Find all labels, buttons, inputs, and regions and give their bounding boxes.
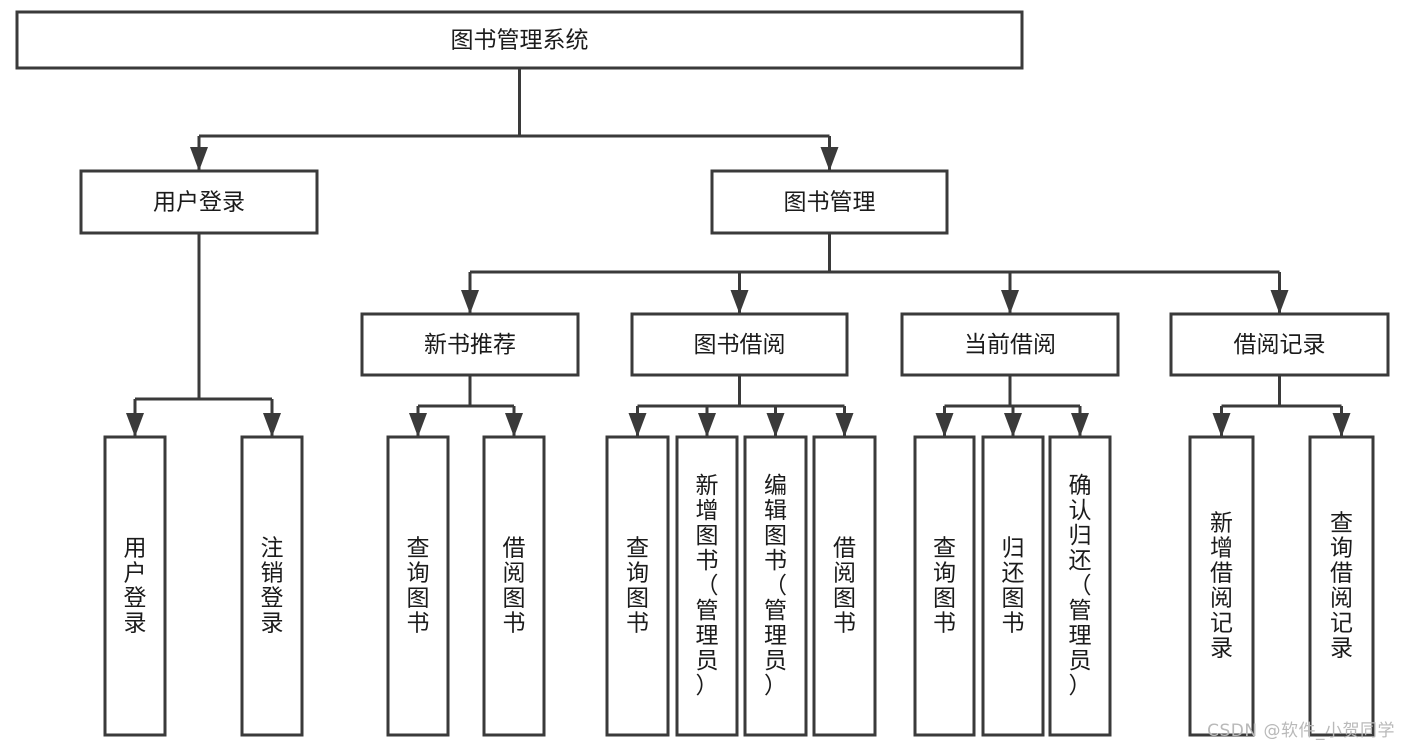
arrow-head-icon	[461, 290, 479, 314]
arrow-head-icon	[820, 147, 839, 171]
node-leaf-add-book[interactable]: 新增图书（管理员）	[675, 435, 739, 737]
node-leaf-query-record[interactable]: 查询借阅记录	[1308, 435, 1375, 737]
node-leaf-query-book-3-box[interactable]	[913, 435, 976, 737]
node-leaf-confirm-return-label: 确认归还（管理员）	[1069, 473, 1092, 699]
node-user-login[interactable]: 用户登录	[79, 169, 319, 235]
node-leaf-add-record-box[interactable]	[1188, 435, 1255, 737]
arrow-head-icon	[1332, 413, 1351, 437]
node-leaf-confirm-return[interactable]: 确认归还（管理员）	[1048, 435, 1112, 737]
node-leaf-query-book-1[interactable]: 查询图书	[386, 435, 450, 737]
node-leaf-add-book-box[interactable]	[675, 435, 739, 737]
node-leaf-query-book-1-label: 查询图书	[407, 535, 430, 636]
arrow-head-icon	[766, 413, 785, 437]
node-leaf-return-book-box[interactable]	[981, 435, 1045, 737]
node-book-borrow-label: 图书借阅	[694, 332, 786, 358]
node-book-borrow[interactable]: 图书借阅	[630, 312, 849, 377]
node-new-book-recommend-box[interactable]	[360, 312, 580, 377]
node-leaf-return-book-label: 归还图书	[1002, 535, 1025, 636]
node-borrow-record-label: 借阅记录	[1234, 332, 1326, 358]
node-book-management-label: 图书管理	[784, 190, 876, 216]
arrow-head-icon	[835, 413, 854, 437]
node-borrow-record-box[interactable]	[1169, 312, 1390, 377]
node-leaf-query-book-2-label: 查询图书	[626, 535, 649, 636]
node-leaf-add-record-label: 新增借阅记录	[1210, 510, 1233, 661]
node-leaf-user-login[interactable]: 用户登录	[103, 435, 167, 737]
arrow-head-icon	[190, 147, 208, 171]
arrow-head-icon	[1212, 413, 1231, 437]
node-leaf-query-record-label: 查询借阅记录	[1330, 510, 1353, 661]
node-leaf-user-logout[interactable]: 注销登录	[240, 435, 304, 737]
arrow-head-icon	[628, 413, 647, 437]
node-current-borrow[interactable]: 当前借阅	[900, 312, 1120, 377]
node-leaf-add-book-label: 新增图书（管理员）	[696, 473, 719, 699]
node-leaf-query-book-2-box[interactable]	[605, 435, 670, 737]
node-leaf-borrow-book-1-label: 借阅图书	[503, 535, 526, 636]
arrow-head-icon	[263, 413, 281, 437]
arrow-head-icon	[1004, 413, 1022, 437]
node-layer: 图书管理系统用户登录图书管理新书推荐图书借阅当前借阅借阅记录用户登录注销登录查询…	[15, 10, 1390, 737]
node-leaf-borrow-book-1[interactable]: 借阅图书	[482, 435, 546, 737]
arrow-head-icon	[1001, 290, 1019, 314]
node-current-borrow-box[interactable]	[900, 312, 1120, 377]
node-leaf-borrow-book-2-box[interactable]	[812, 435, 877, 737]
node-leaf-query-book-1-box[interactable]	[386, 435, 450, 737]
arrow-head-icon	[1270, 290, 1289, 314]
node-book-management[interactable]: 图书管理	[710, 169, 949, 235]
node-current-borrow-label: 当前借阅	[964, 332, 1056, 358]
node-leaf-borrow-book-2[interactable]: 借阅图书	[812, 435, 877, 737]
node-root[interactable]: 图书管理系统	[15, 10, 1024, 70]
node-leaf-query-book-2[interactable]: 查询图书	[605, 435, 670, 737]
node-root-box[interactable]	[15, 10, 1024, 70]
arrow-head-icon	[1071, 413, 1089, 437]
node-leaf-edit-book-label: 编辑图书（管理员）	[764, 473, 787, 699]
node-leaf-user-logout-label: 注销登录	[261, 535, 284, 636]
node-leaf-user-logout-box[interactable]	[240, 435, 304, 737]
arrow-head-icon	[935, 413, 954, 437]
node-user-login-box[interactable]	[79, 169, 319, 235]
node-leaf-query-book-3-label: 查询图书	[933, 535, 956, 636]
node-leaf-user-login-box[interactable]	[103, 435, 167, 737]
node-new-book-recommend-label: 新书推荐	[424, 332, 516, 358]
node-new-book-recommend[interactable]: 新书推荐	[360, 312, 580, 377]
node-leaf-borrow-book-1-box[interactable]	[482, 435, 546, 737]
node-book-borrow-box[interactable]	[630, 312, 849, 377]
arrow-head-icon	[126, 413, 144, 437]
node-root-label: 图书管理系统	[451, 28, 589, 54]
arrow-head-icon	[409, 413, 427, 437]
node-user-login-label: 用户登录	[153, 190, 245, 216]
node-leaf-query-record-box[interactable]	[1308, 435, 1375, 737]
arrow-head-icon	[730, 290, 749, 314]
node-leaf-edit-book-box[interactable]	[743, 435, 808, 737]
connector-layer	[126, 68, 1351, 437]
node-leaf-add-record[interactable]: 新增借阅记录	[1188, 435, 1255, 737]
node-leaf-user-login-label: 用户登录	[124, 535, 147, 636]
node-book-management-box[interactable]	[710, 169, 949, 235]
node-leaf-query-book-3[interactable]: 查询图书	[913, 435, 976, 737]
arrow-head-icon	[505, 413, 523, 437]
node-leaf-confirm-return-box[interactable]	[1048, 435, 1112, 737]
arrow-head-icon	[698, 413, 716, 437]
node-leaf-return-book[interactable]: 归还图书	[981, 435, 1045, 737]
node-leaf-edit-book[interactable]: 编辑图书（管理员）	[743, 435, 808, 737]
node-leaf-borrow-book-2-label: 借阅图书	[833, 535, 856, 636]
node-borrow-record[interactable]: 借阅记录	[1169, 312, 1390, 377]
